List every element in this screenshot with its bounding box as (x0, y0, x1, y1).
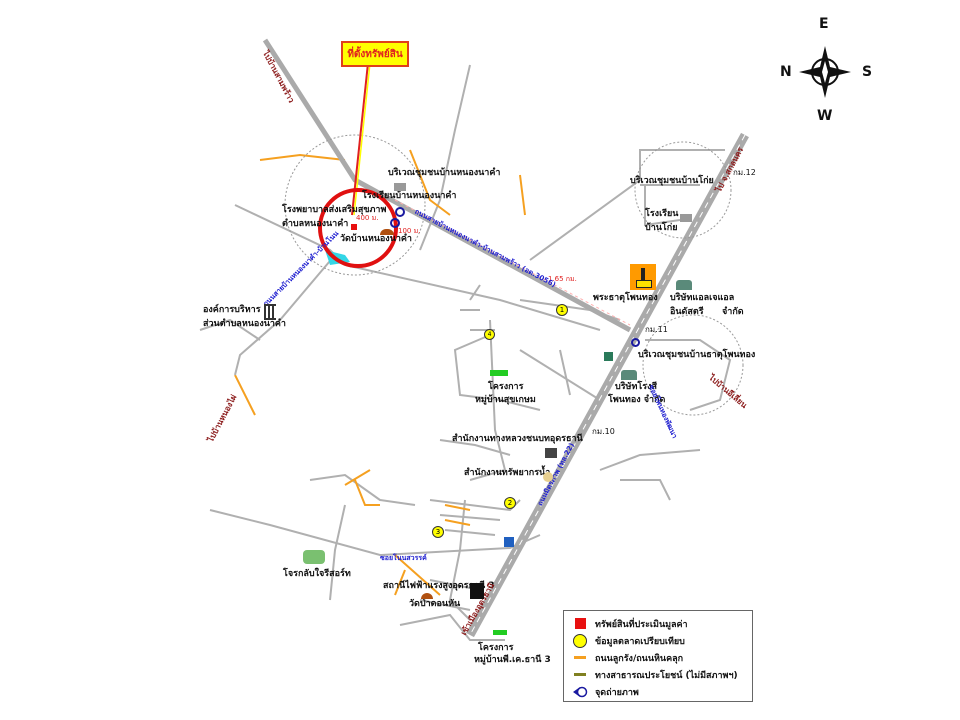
legend-label: ข้อมูลตลาดเปรียบเทียบ (595, 636, 685, 647)
property-marker (351, 224, 357, 230)
main-road-line (262, 38, 632, 333)
label-project-pk-2: หมู่บ้านพี.เค.ธานี 3 (474, 655, 551, 665)
temple-icon (421, 593, 433, 599)
label-wat-nongnakham: วัดบ้านหนองนาคำ (340, 234, 412, 244)
photo-point-icon (573, 686, 588, 697)
label-hospital: โรงพยาบาลส่งเสริมสุขภาพ (282, 205, 387, 215)
market-marker-2: 2 (504, 497, 516, 509)
compass-west: W (817, 108, 833, 124)
legend-item-property: ทรัพย์สินที่ประเมินมูลค่า (572, 615, 744, 632)
label-sao-2: ส่วนตำบลหนองนาคำ (203, 319, 286, 329)
label-community-phonthong: บริเวณชุมชนบ้านธาตุโพนทอง (638, 350, 756, 360)
label-project-pk: โครงการ (478, 643, 514, 653)
olive-line-icon (574, 673, 586, 676)
label-phrathat: พระธาตุโพนทอง (593, 293, 658, 303)
market-marker-1: 1 (556, 304, 568, 316)
compass-east: E (819, 16, 829, 32)
km-post-11: กม.11 (645, 325, 668, 334)
red-square-icon (574, 618, 586, 629)
water-office-icon (543, 472, 553, 482)
temple-icon (380, 229, 394, 235)
housing-project-icon (490, 370, 508, 376)
local-roads (199, 64, 732, 641)
seven-eleven-icon (604, 352, 613, 361)
legend-item-photo: จุดถ่ายภาพ (572, 683, 744, 700)
label-community-koi: บริเวณชุมชนบ้านโก่ย (630, 176, 714, 186)
label-ljl: บริษัทแอลเจแอล (670, 293, 735, 303)
label-rongsi: บริษัทโรงสี (615, 382, 657, 392)
map-legend: ทรัพย์สินที่ประเมินมูลค่า ข้อมูลตลาดเปรี… (563, 610, 753, 702)
compass-south: S (862, 64, 873, 80)
label-rongsi-2: โพนทอง จำกัด (608, 395, 666, 405)
property-location-callout: ที่ตั้งทรัพย์สิน (341, 41, 409, 67)
label-resort: โจรกลับใจรีสอร์ท (283, 569, 351, 579)
label-water-office: สำนักงานทรัพยากรน้ำ (464, 468, 551, 478)
compass-icon (799, 46, 851, 98)
property-circle (318, 188, 398, 268)
power-station-icon (470, 583, 484, 599)
resort-icon (303, 550, 325, 564)
label-school-koi-2: บ้านโก่ย (645, 223, 678, 233)
distance-line (394, 199, 631, 326)
housing-project-icon (493, 630, 507, 635)
km-post-10: กม.10 (592, 427, 615, 436)
legend-item-public-way: ทางสาธารณประโยชน์ (ไม่มีสภาพฯ) (572, 666, 744, 683)
distance-165km: 1.65 กม. (548, 275, 577, 283)
legend-item-market: ข้อมูลตลาดเปรียบเทียบ (572, 632, 744, 649)
label-ljl-2: อินดัสตรี (670, 307, 704, 317)
government-building-icon (264, 304, 276, 320)
gas-station-icon (504, 537, 514, 547)
legend-label: จุดถ่ายภาพ (595, 687, 639, 698)
label-highway-office: สำนักงานทางหลวงชนบทอุดรธานี (452, 434, 583, 444)
label-project-sukasem: โครงการ (488, 382, 524, 392)
market-marker-4: 4 (484, 329, 495, 340)
label-wat-pa: วัดป่าดอนหัน (409, 599, 461, 609)
label-community-nongnakham: บริเวณชุมชนบ้านหนองนาคำ (388, 168, 501, 178)
school-icon (680, 214, 692, 222)
photo-point-icon (395, 207, 405, 217)
temple-stupa-icon (630, 264, 656, 290)
office-building-icon (545, 448, 557, 458)
orange-line-icon (574, 656, 586, 659)
legend-label: ถนนลูกรัง/ถนนหินคลุก (595, 653, 684, 664)
laterite-roads (234, 149, 526, 596)
km-post-12: กม.12 (733, 168, 756, 177)
legend-label: ทรัพย์สินที่ประเมินมูลค่า (595, 619, 688, 630)
label-ljl-3: จำกัด (722, 307, 744, 317)
school-icon (394, 183, 406, 191)
label-project-sukasem-2: หมู่บ้านสุขเกษม (475, 395, 536, 405)
mill-building-icon (621, 370, 637, 380)
legend-item-laterite: ถนนลูกรัง/ถนนหินคลุก (572, 649, 744, 666)
distance-400m: 400 ม. (356, 214, 379, 222)
radius-circles (284, 134, 744, 416)
factory-building-icon (676, 280, 692, 290)
label-hospital-2: ตำบลหนองนาคำ (282, 219, 349, 229)
label-school-koi: โรงเรียน (645, 209, 679, 219)
photo-point-icon (631, 338, 640, 347)
market-marker-3: 3 (432, 526, 444, 538)
distance-100m: 100 ม. (398, 227, 421, 235)
photo-point-icon (390, 218, 400, 228)
label-substation: สถานีไฟฟ้าแรงสูงอุดรธานี 3 (383, 581, 495, 591)
road-label-soi-nonsawan: ซอยโนนสวรรค์ (380, 554, 427, 562)
label-school-nongnakham: โรงเรียนบ้านหนองนาคำ (362, 191, 457, 201)
yellow-circle-icon (573, 633, 587, 648)
label-sao: องค์การบริหาร (203, 305, 261, 315)
legend-label: ทางสาธารณประโยชน์ (ไม่มีสภาพฯ) (595, 670, 738, 681)
compass-north: N (780, 64, 792, 80)
